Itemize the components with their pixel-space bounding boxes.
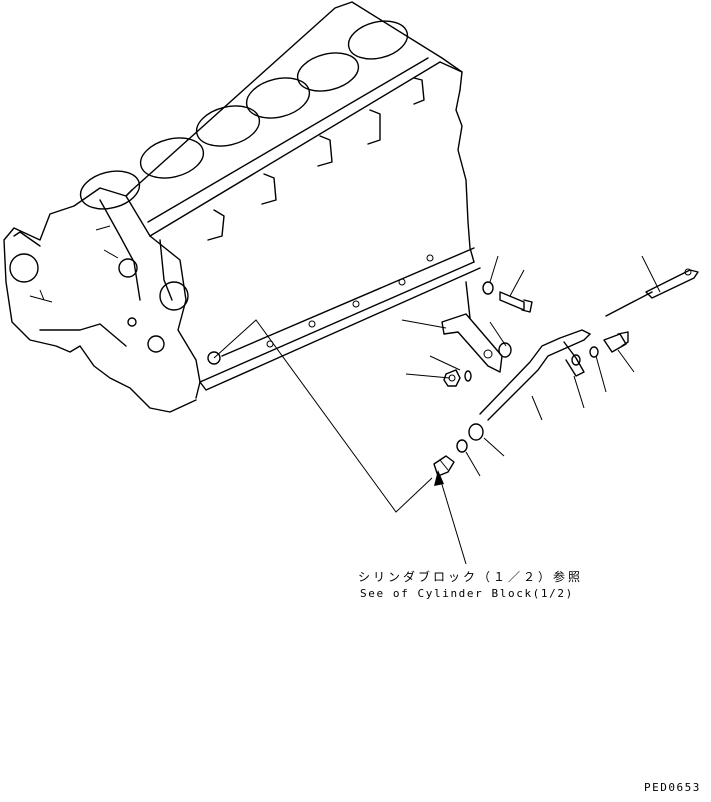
washer-icon [498,342,512,358]
union-part [456,423,484,453]
nipple-part [433,455,455,477]
oil-tube-part [479,329,591,421]
cylinder-block [3,1,481,413]
bracket-part [441,281,503,373]
reference-leader [213,319,433,513]
rod-part [605,268,699,317]
reference-arrow [434,470,467,565]
washer-bolt-part [482,281,533,313]
callout-leaders [401,255,661,477]
reference-note-japanese: シリンダブロック（１／２）参照 [358,570,584,584]
drawing-code: PED0653 [644,781,701,794]
reference-note-english: See of Cylinder Block(1/2) [360,587,574,600]
eye-bolt-part [589,331,629,358]
small-washer-icon [464,370,472,382]
